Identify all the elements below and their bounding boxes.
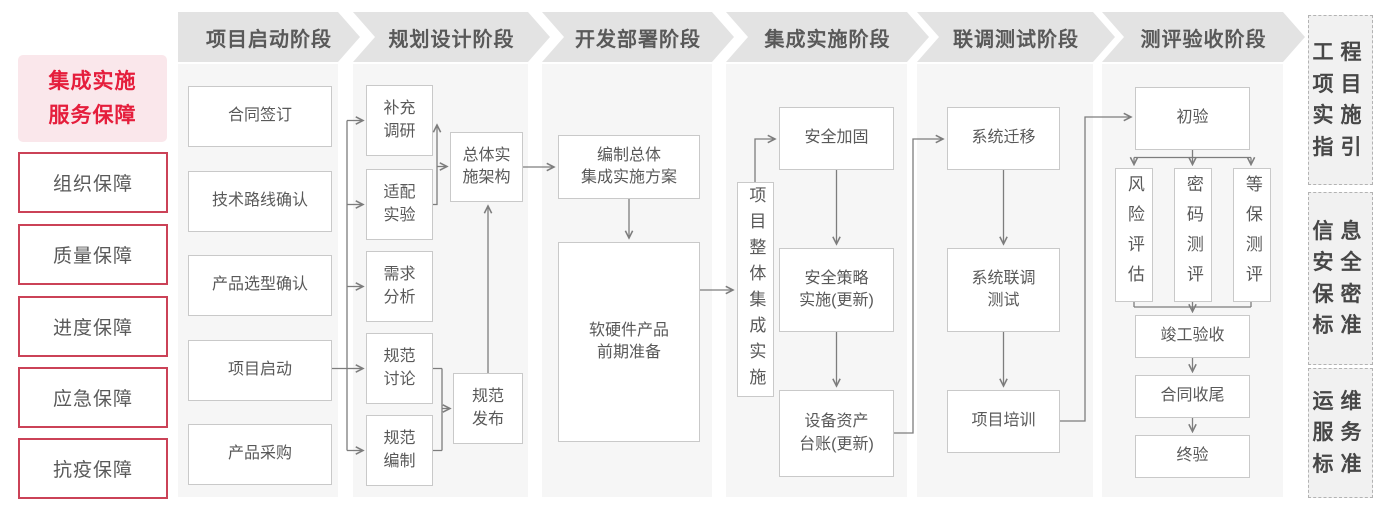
legend-item-emergency: 应急保障: [18, 367, 168, 428]
standard-project-implementation-guide: 工程 项目 实施 指引: [1308, 15, 1373, 185]
phase-header-joint-test: 联调测试阶段: [917, 12, 1115, 62]
box-requirement-analysis: 需求 分析: [366, 251, 433, 322]
box-product-preparation: 软硬件产品 前期准备: [558, 242, 700, 442]
box-product-selection-confirm: 产品选型确认: [188, 255, 332, 316]
legend-item-quality: 质量保障: [18, 224, 168, 285]
box-spec-drafting: 规范 编制: [366, 415, 433, 486]
legend-item-epidemic: 抗疫保障: [18, 438, 168, 499]
phase-header-acceptance: 测评验收阶段: [1102, 12, 1305, 62]
box-system-migration: 系统迁移: [947, 107, 1060, 170]
box-crypto-evaluation: 密码测评: [1174, 168, 1212, 302]
box-project-kickoff: 项目启动: [188, 340, 332, 401]
box-final-acceptance: 终验: [1135, 435, 1250, 478]
box-contract-closing: 合同收尾: [1135, 375, 1250, 418]
box-initial-acceptance: 初验: [1135, 87, 1250, 150]
box-product-procurement: 产品采购: [188, 424, 332, 485]
box-overall-integration: 项目整体集成实施: [737, 182, 774, 397]
box-supplement-research: 补充 调研: [366, 85, 433, 156]
box-adaptation-test: 适配 实验: [366, 169, 433, 240]
phase-header-planning: 规划设计阶段: [353, 12, 550, 62]
legend-item-schedule: 进度保障: [18, 296, 168, 357]
phase-header-startup: 项目启动阶段: [178, 12, 360, 62]
legend-item-organization: 组织保障: [18, 152, 168, 213]
box-mlps-evaluation: 等保测评: [1233, 168, 1271, 302]
box-project-training: 项目培训: [947, 390, 1060, 453]
box-overall-architecture: 总体实 施架构: [450, 132, 523, 202]
box-risk-assessment: 风险评估: [1115, 168, 1153, 302]
box-contract-signing: 合同签订: [188, 86, 332, 147]
box-security-hardening: 安全加固: [779, 107, 894, 170]
box-spec-discussion: 规范 讨论: [366, 333, 433, 404]
legend-title: 集成实施 服务保障: [18, 55, 167, 142]
standard-om-service: 运维 服务 标准: [1308, 368, 1373, 498]
phase-header-integration: 集成实施阶段: [726, 12, 929, 62]
box-overall-plan: 编制总体 集成实施方案: [558, 135, 700, 199]
box-spec-publish: 规范 发布: [453, 373, 523, 444]
box-completion-acceptance: 竣工验收: [1135, 315, 1250, 358]
standard-infosec-confidentiality: 信息 安全 保密 标准: [1308, 192, 1373, 365]
phase-header-development: 开发部署阶段: [542, 12, 734, 62]
box-joint-testing: 系统联调 测试: [947, 248, 1060, 332]
box-tech-route-confirm: 技术路线确认: [188, 171, 332, 232]
box-security-policy: 安全策略 实施(更新): [779, 248, 894, 332]
box-asset-ledger: 设备资产 台账(更新): [779, 390, 894, 477]
